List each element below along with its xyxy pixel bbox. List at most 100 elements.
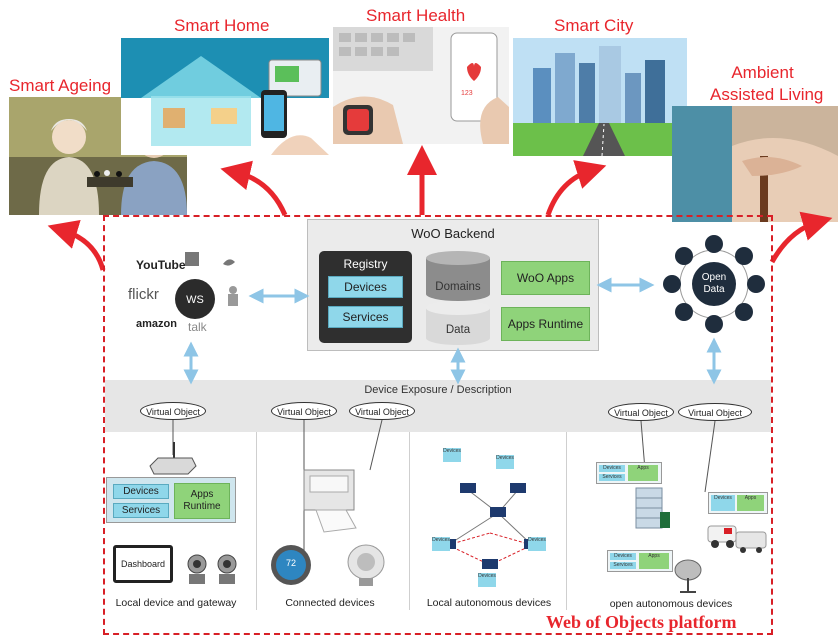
column-divider-2	[409, 432, 410, 610]
woo-platform-border	[103, 215, 773, 635]
open-mini-box-1: Devices Services Apps	[596, 462, 662, 484]
open-data-line1: Open	[701, 272, 727, 283]
satellite-dish-icon	[674, 559, 702, 593]
virtual-object-local: Virtual Object	[140, 402, 206, 420]
service-icons	[185, 252, 238, 306]
virtual-object-connected-2: Virtual Object	[349, 402, 415, 420]
open-mini-box-2: Devices Apps	[708, 492, 768, 514]
ws-node: WS	[175, 279, 215, 319]
statistics-node	[705, 315, 723, 333]
arrow-to-smart-city	[545, 160, 607, 216]
open-mini-services-3: Services	[610, 562, 636, 569]
flickr-logo: flickr	[128, 286, 159, 303]
column-divider-1	[256, 432, 257, 610]
registry-title: Registry	[343, 257, 388, 271]
lamp-icon	[347, 544, 385, 586]
open-mini-devices-1: Devices	[599, 465, 625, 472]
open-mini-box-3: Devices Services Apps	[607, 550, 673, 572]
ambient-assisted-living-title: Ambient Assisted Living	[710, 62, 824, 106]
ambient-title-line2: Assisted Living	[710, 85, 824, 104]
open-mini-devices-3: Devices	[610, 553, 636, 560]
ambient-title-line1: Ambient	[731, 63, 794, 82]
smart-home-title: Smart Home	[174, 16, 270, 35]
culture-node	[735, 247, 753, 265]
local-device-gateway-label: Local device and gateway	[115, 597, 237, 609]
smart-health-title: Smart Health	[366, 6, 466, 25]
gateway-box: Devices Services Apps Runtime	[106, 477, 236, 523]
health-wearables-illustration: 123	[333, 27, 509, 144]
camera-icons	[187, 554, 237, 584]
stack-icon	[185, 252, 199, 266]
financial-node	[735, 303, 753, 321]
database-cylinders	[426, 251, 490, 345]
ws-label: WS	[186, 294, 204, 306]
gateway-apps-runtime: Apps Runtime	[174, 483, 230, 519]
open-autonomous-devices-label: open autonomous devices	[609, 598, 733, 610]
building-icon	[635, 487, 670, 529]
vehicles-icon	[707, 525, 767, 553]
woo-apps-box: WoO Apps	[501, 261, 590, 295]
environment-node	[663, 275, 681, 293]
registry-box: Registry Devices Services	[319, 251, 412, 343]
mini-devices-5: Devices	[478, 573, 496, 587]
web-services-cluster: YouTube flickr amazon WS talk	[128, 250, 248, 345]
person-icon	[228, 294, 238, 306]
router-icon	[149, 442, 197, 475]
open-data-center-label: Open Data	[692, 272, 736, 296]
open-data-diagram	[663, 235, 765, 333]
virtual-object-open-2: Virtual Object	[678, 403, 752, 421]
domains-cylinder	[426, 251, 490, 301]
apps-runtime-box: Apps Runtime	[501, 307, 590, 341]
domains-label: Domains	[435, 281, 481, 293]
smart-home-photo	[121, 38, 329, 155]
gateway-apps-label: Apps	[190, 489, 214, 500]
science-node	[747, 275, 765, 293]
data-cylinder	[426, 301, 490, 345]
elderly-hands-cane-illustration	[672, 106, 838, 222]
thermostat-icon	[271, 545, 311, 585]
woo-backend: WoO Backend Registry Devices Services Do…	[307, 219, 599, 351]
elderly-people-illustration	[9, 97, 187, 215]
gateway-services: Services	[113, 503, 169, 518]
dashboard-screen: Dashboard	[113, 545, 173, 583]
smart-health-photo: 123	[333, 27, 509, 144]
mini-devices-2: Devices	[496, 455, 514, 469]
thermostat-value: 72	[285, 558, 296, 568]
open-mini-apps-3: Apps	[639, 553, 669, 569]
registry-devices: Devices	[328, 276, 403, 298]
weather-node	[675, 303, 693, 321]
arrow-to-smart-home	[220, 160, 288, 217]
arrow-to-smart-ageing	[47, 220, 106, 271]
smart-ageing-title: Smart Ageing	[9, 76, 112, 95]
amazon-logo: amazon	[136, 318, 177, 330]
open-data-line2: Data	[703, 284, 725, 295]
transport-node	[675, 247, 693, 265]
open-data-center	[692, 262, 736, 306]
open-mini-services-1: Services	[599, 474, 625, 481]
smart-city-title: Smart City	[554, 16, 634, 35]
talk-logo: talk	[188, 320, 207, 334]
device-exposure-label: Device Exposure / Description	[364, 384, 512, 396]
woo-backend-title: WoO Backend	[411, 226, 495, 241]
city-skyline-illustration	[513, 38, 687, 156]
smart-city-photo	[513, 38, 687, 156]
gateway-runtime-label: Runtime	[183, 501, 221, 512]
mini-devices-3: Devices	[432, 537, 450, 551]
virtual-object-open-1: Virtual Object	[608, 403, 674, 421]
autonomous-mesh	[440, 483, 540, 569]
mini-devices-4: Devices	[528, 537, 546, 551]
gateway-devices: Devices	[113, 484, 169, 499]
column-divider-3	[566, 432, 567, 610]
smart-house-illustration	[121, 38, 329, 155]
arrow-to-ambient-living	[769, 211, 833, 264]
open-mini-apps-1: Apps	[628, 465, 658, 481]
open-mini-apps-2: Apps	[737, 495, 764, 511]
web-of-objects-platform-label: Web of Objects platform	[546, 612, 737, 632]
bird-icon	[223, 259, 235, 266]
open-mini-devices-2: Devices	[711, 495, 735, 511]
registry-services: Services	[328, 306, 403, 328]
youtube-logo: YouTube	[136, 258, 186, 272]
geodata-node	[705, 235, 723, 253]
smart-ageing-photo	[9, 97, 187, 215]
